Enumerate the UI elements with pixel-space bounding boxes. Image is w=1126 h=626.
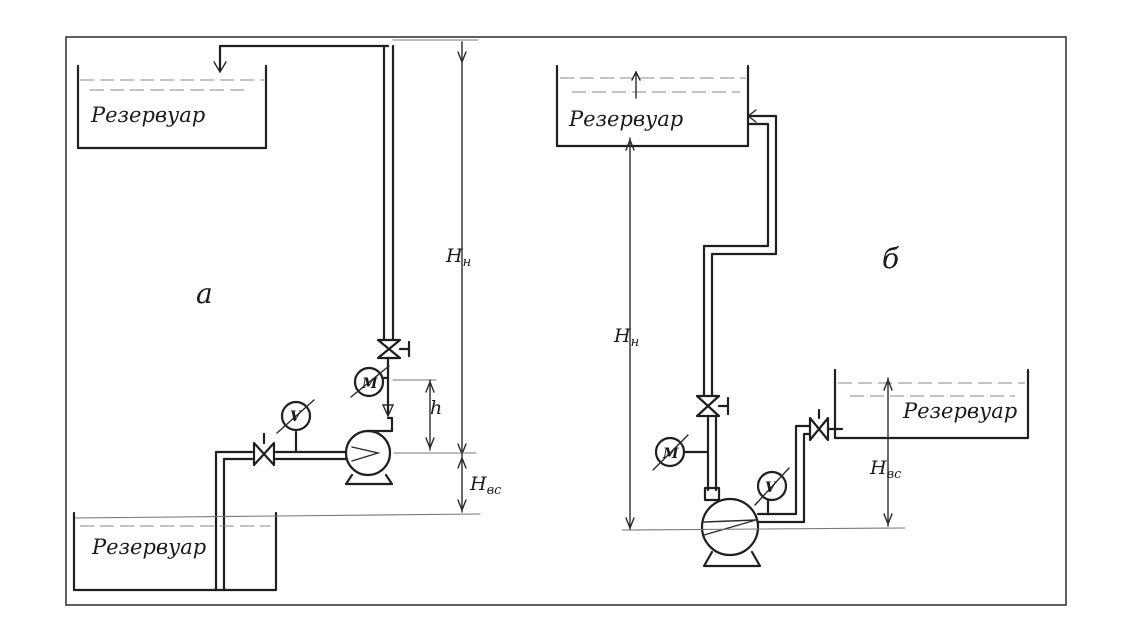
- pressure-gauge-a: M: [350, 356, 390, 398]
- suction-pipe-b: [756, 424, 812, 524]
- discharge-valve-a: [376, 338, 411, 360]
- side-reservoir-b-label: Резервуар: [902, 399, 1017, 423]
- pressure-gauge-b-label: M: [662, 446, 679, 462]
- scheme-a-label: а: [196, 277, 213, 310]
- pump-a: [344, 416, 394, 486]
- discharge-valve-b: [695, 394, 730, 418]
- vacuum-gauge-a-label: V: [290, 409, 303, 425]
- upper-reservoir-a: Резервуар: [76, 64, 268, 150]
- pump-riser-b: [706, 414, 718, 492]
- delivery-pipe-top-a: [218, 44, 390, 72]
- vacuum-gauge-b-label: V: [765, 480, 778, 496]
- pressure-gauge-b: M: [652, 434, 710, 471]
- pump-b: [700, 486, 762, 568]
- upper-reservoir-b: Резервуар: [555, 64, 750, 148]
- upper-reservoir-b-label: Резервуар: [568, 107, 683, 131]
- drawing-frame: [65, 36, 1067, 606]
- upper-reservoir-a-label: Резервуар: [90, 103, 205, 127]
- vacuum-gauge-a: V: [276, 399, 315, 454]
- scheme-b-label: б: [882, 242, 900, 275]
- delivery-pipe-b: [710, 114, 778, 397]
- head-suction-b-label: Hвс: [869, 457, 902, 482]
- pressure-gauge-a-label: M: [361, 376, 378, 392]
- inflow-arrow-a: [213, 61, 227, 74]
- lower-reservoir-a: Резервуар: [72, 511, 481, 592]
- side-reservoir-b: Резервуар: [833, 368, 1030, 440]
- head-discharge-b-label: Hн: [613, 325, 639, 350]
- suction-pipe-a: [214, 450, 348, 592]
- vacuum-gauge-b: V: [754, 467, 790, 514]
- suction-valve-b: [808, 408, 830, 442]
- lower-reservoir-a-label: Резервуар: [91, 535, 206, 559]
- scheme-b: Резервуар M: [555, 64, 1030, 568]
- delivery-pipe-vertical-a: [382, 44, 395, 342]
- dimensions-a: Hн h Hвс: [392, 39, 502, 513]
- head-suction-a-label: Hвс: [469, 473, 502, 498]
- scheme-a: Резервуар M: [72, 39, 502, 592]
- dimensions-b: Hн Hвс: [613, 137, 906, 531]
- gauge-offset-a-label: h: [430, 397, 442, 419]
- suction-valve-a: [252, 432, 276, 467]
- head-discharge-a-label: Hн: [445, 245, 471, 270]
